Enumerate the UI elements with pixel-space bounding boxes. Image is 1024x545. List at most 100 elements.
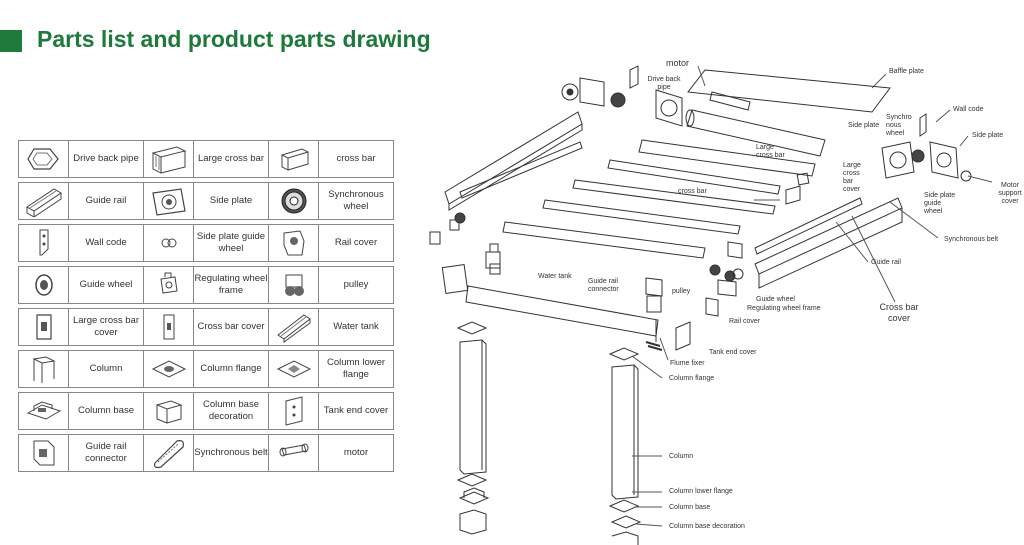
column-flange-right-shape <box>608 347 640 361</box>
callout-pulley: pulley <box>672 288 691 295</box>
table-row: Column Column flange Column lower flange <box>18 350 394 388</box>
callout-motor: motor <box>666 58 690 68</box>
column-flange-icon <box>143 350 194 388</box>
side-plate-icon <box>143 182 194 220</box>
callout-large-cross-bar: Large cross bar <box>756 144 785 159</box>
column-lower-flange-left-shape <box>456 473 488 487</box>
callout-column-base-decoration: Column base decoration <box>669 523 745 530</box>
table-row: Wall code Side plate guide wheel Rail co… <box>18 224 394 262</box>
table-row: Drive back pipe Large cross bar cross ba… <box>18 140 394 178</box>
part-label: Large cross bar cover <box>68 308 144 346</box>
side-plate-guide-wheel-icon <box>143 224 194 262</box>
large-cross-bar-icon <box>143 140 194 178</box>
column-base-left-shape <box>458 487 490 505</box>
callout-synchronous-wheel: Synchro nous wheel <box>886 114 912 137</box>
part-label: Column base <box>68 392 144 430</box>
part-label: Column base decoration <box>193 392 269 430</box>
rail-cover-icon <box>268 224 319 262</box>
callout-motor-support-cover: Motor support cover <box>998 182 1022 205</box>
part-label: Guide rail <box>68 182 144 220</box>
part-label: Side plate guide wheel <box>193 224 269 262</box>
title-accent-bar <box>0 30 22 52</box>
drive-back-pipe-icon <box>18 140 69 178</box>
motor-icon <box>268 434 319 472</box>
part-label: Wall code <box>68 224 144 262</box>
part-label: Water tank <box>318 308 394 346</box>
part-label: pulley <box>318 266 394 304</box>
column-left-shape <box>459 339 487 475</box>
pulley-icon <box>268 266 319 304</box>
callout-rail-cover: Rail cover <box>729 318 761 325</box>
part-label: Regulating wheel frame <box>193 266 269 304</box>
regulating-wheel-frame-icon <box>143 266 194 304</box>
parts-list-table: Drive back pipe Large cross bar cross ba… <box>18 140 394 472</box>
cross-bar-shape-4 <box>502 221 706 259</box>
rail-cover-shape <box>705 297 719 317</box>
part-label: Column <box>68 350 144 388</box>
guide-rail-connector-shape <box>645 277 663 297</box>
side-plate-right-shape <box>881 141 915 179</box>
part-label: Cross bar cover <box>193 308 269 346</box>
water-tank-shape <box>465 285 659 337</box>
guide-wheel-icon <box>18 266 69 304</box>
guide-rail-left-shape <box>444 111 583 211</box>
callout-guide-rail-connector: Guide rail connector <box>588 278 619 293</box>
synchronous-belt-icon <box>143 434 194 472</box>
callout-tank-end-cover: Tank end cover <box>709 349 757 356</box>
table-row: Column base Column base decoration Tank … <box>18 392 394 430</box>
synchronous-wheel-icon <box>268 182 319 220</box>
part-label: Side plate <box>193 182 269 220</box>
callout-guide-rail: Guide rail <box>871 259 901 266</box>
callout-flume-fixer: Flume fixer <box>670 360 705 367</box>
callout-guide-wheel: Guide wheel <box>756 296 795 303</box>
water-tank-icon <box>268 308 319 346</box>
column-icon <box>18 350 69 388</box>
large-cross-bar-shape <box>638 139 816 177</box>
part-label: motor <box>318 434 394 472</box>
part-label: Guide wheel <box>68 266 144 304</box>
callout-column-lower-flange: Column lower flange <box>669 488 733 495</box>
callout-synchronous-belt: Synchronous belt <box>944 236 999 243</box>
column-lower-flange-right-shape <box>608 499 640 513</box>
part-label: cross bar <box>318 140 394 178</box>
table-row: Guide wheel Regulating wheel frame pulle… <box>18 266 394 304</box>
guide-rail-connector-icon <box>18 434 69 472</box>
part-label: Large cross bar <box>193 140 269 178</box>
cross-bar-shape-1 <box>607 159 781 195</box>
column-base-icon <box>18 392 69 430</box>
column-right-shape <box>611 364 639 500</box>
callout-side-plate-guide-wheel: Side plate guide wheel <box>924 192 956 215</box>
table-row: Large cross bar cover Cross bar cover Wa… <box>18 308 394 346</box>
callout-baffle-plate: Baffle plate <box>889 68 924 75</box>
part-label: Drive back pipe <box>68 140 144 178</box>
side-plate-left-shape <box>655 89 683 127</box>
page-title: Parts list and product parts drawing <box>37 26 431 52</box>
part-label: Column flange <box>193 350 269 388</box>
callout-column: Column <box>669 453 694 460</box>
exploded-parts-drawing <box>429 65 993 545</box>
part-label: Tank end cover <box>318 392 394 430</box>
wall-code-icon <box>18 224 69 262</box>
callout-regulating-wheel-frame: Regulating wheel frame <box>747 305 821 312</box>
column-base-decoration-right-shape <box>611 531 639 545</box>
guide-rail-right-shape <box>754 197 903 289</box>
part-label: Column lower flange <box>318 350 394 388</box>
baffle-plate-shape <box>687 69 891 113</box>
tank-end-cover-shape <box>675 321 691 351</box>
callout-side-plate-left: Side plate <box>848 122 880 129</box>
column-lower-flange-icon <box>268 350 319 388</box>
cross-bar-cover-icon <box>143 308 194 346</box>
column-base-decoration-icon <box>143 392 194 430</box>
callout-water-tank: Water tank <box>538 273 572 280</box>
callout-wall-code: Wall code <box>953 106 984 113</box>
column-base-right-shape <box>610 515 642 529</box>
large-cross-bar-cover-icon <box>18 308 69 346</box>
callout-column-flange: Column flange <box>669 375 715 382</box>
callout-drive-back-pipe: Drive back pipe <box>647 76 681 91</box>
table-row: Guide rail Side plate Synchronous wheel <box>18 182 394 220</box>
column-base-decoration-left-shape <box>459 509 487 535</box>
cross-bar-icon <box>268 140 319 178</box>
guide-rail-icon <box>18 182 69 220</box>
part-label: Synchronous wheel <box>318 182 394 220</box>
table-row: Guide rail connector Synchronous belt mo… <box>18 434 394 472</box>
